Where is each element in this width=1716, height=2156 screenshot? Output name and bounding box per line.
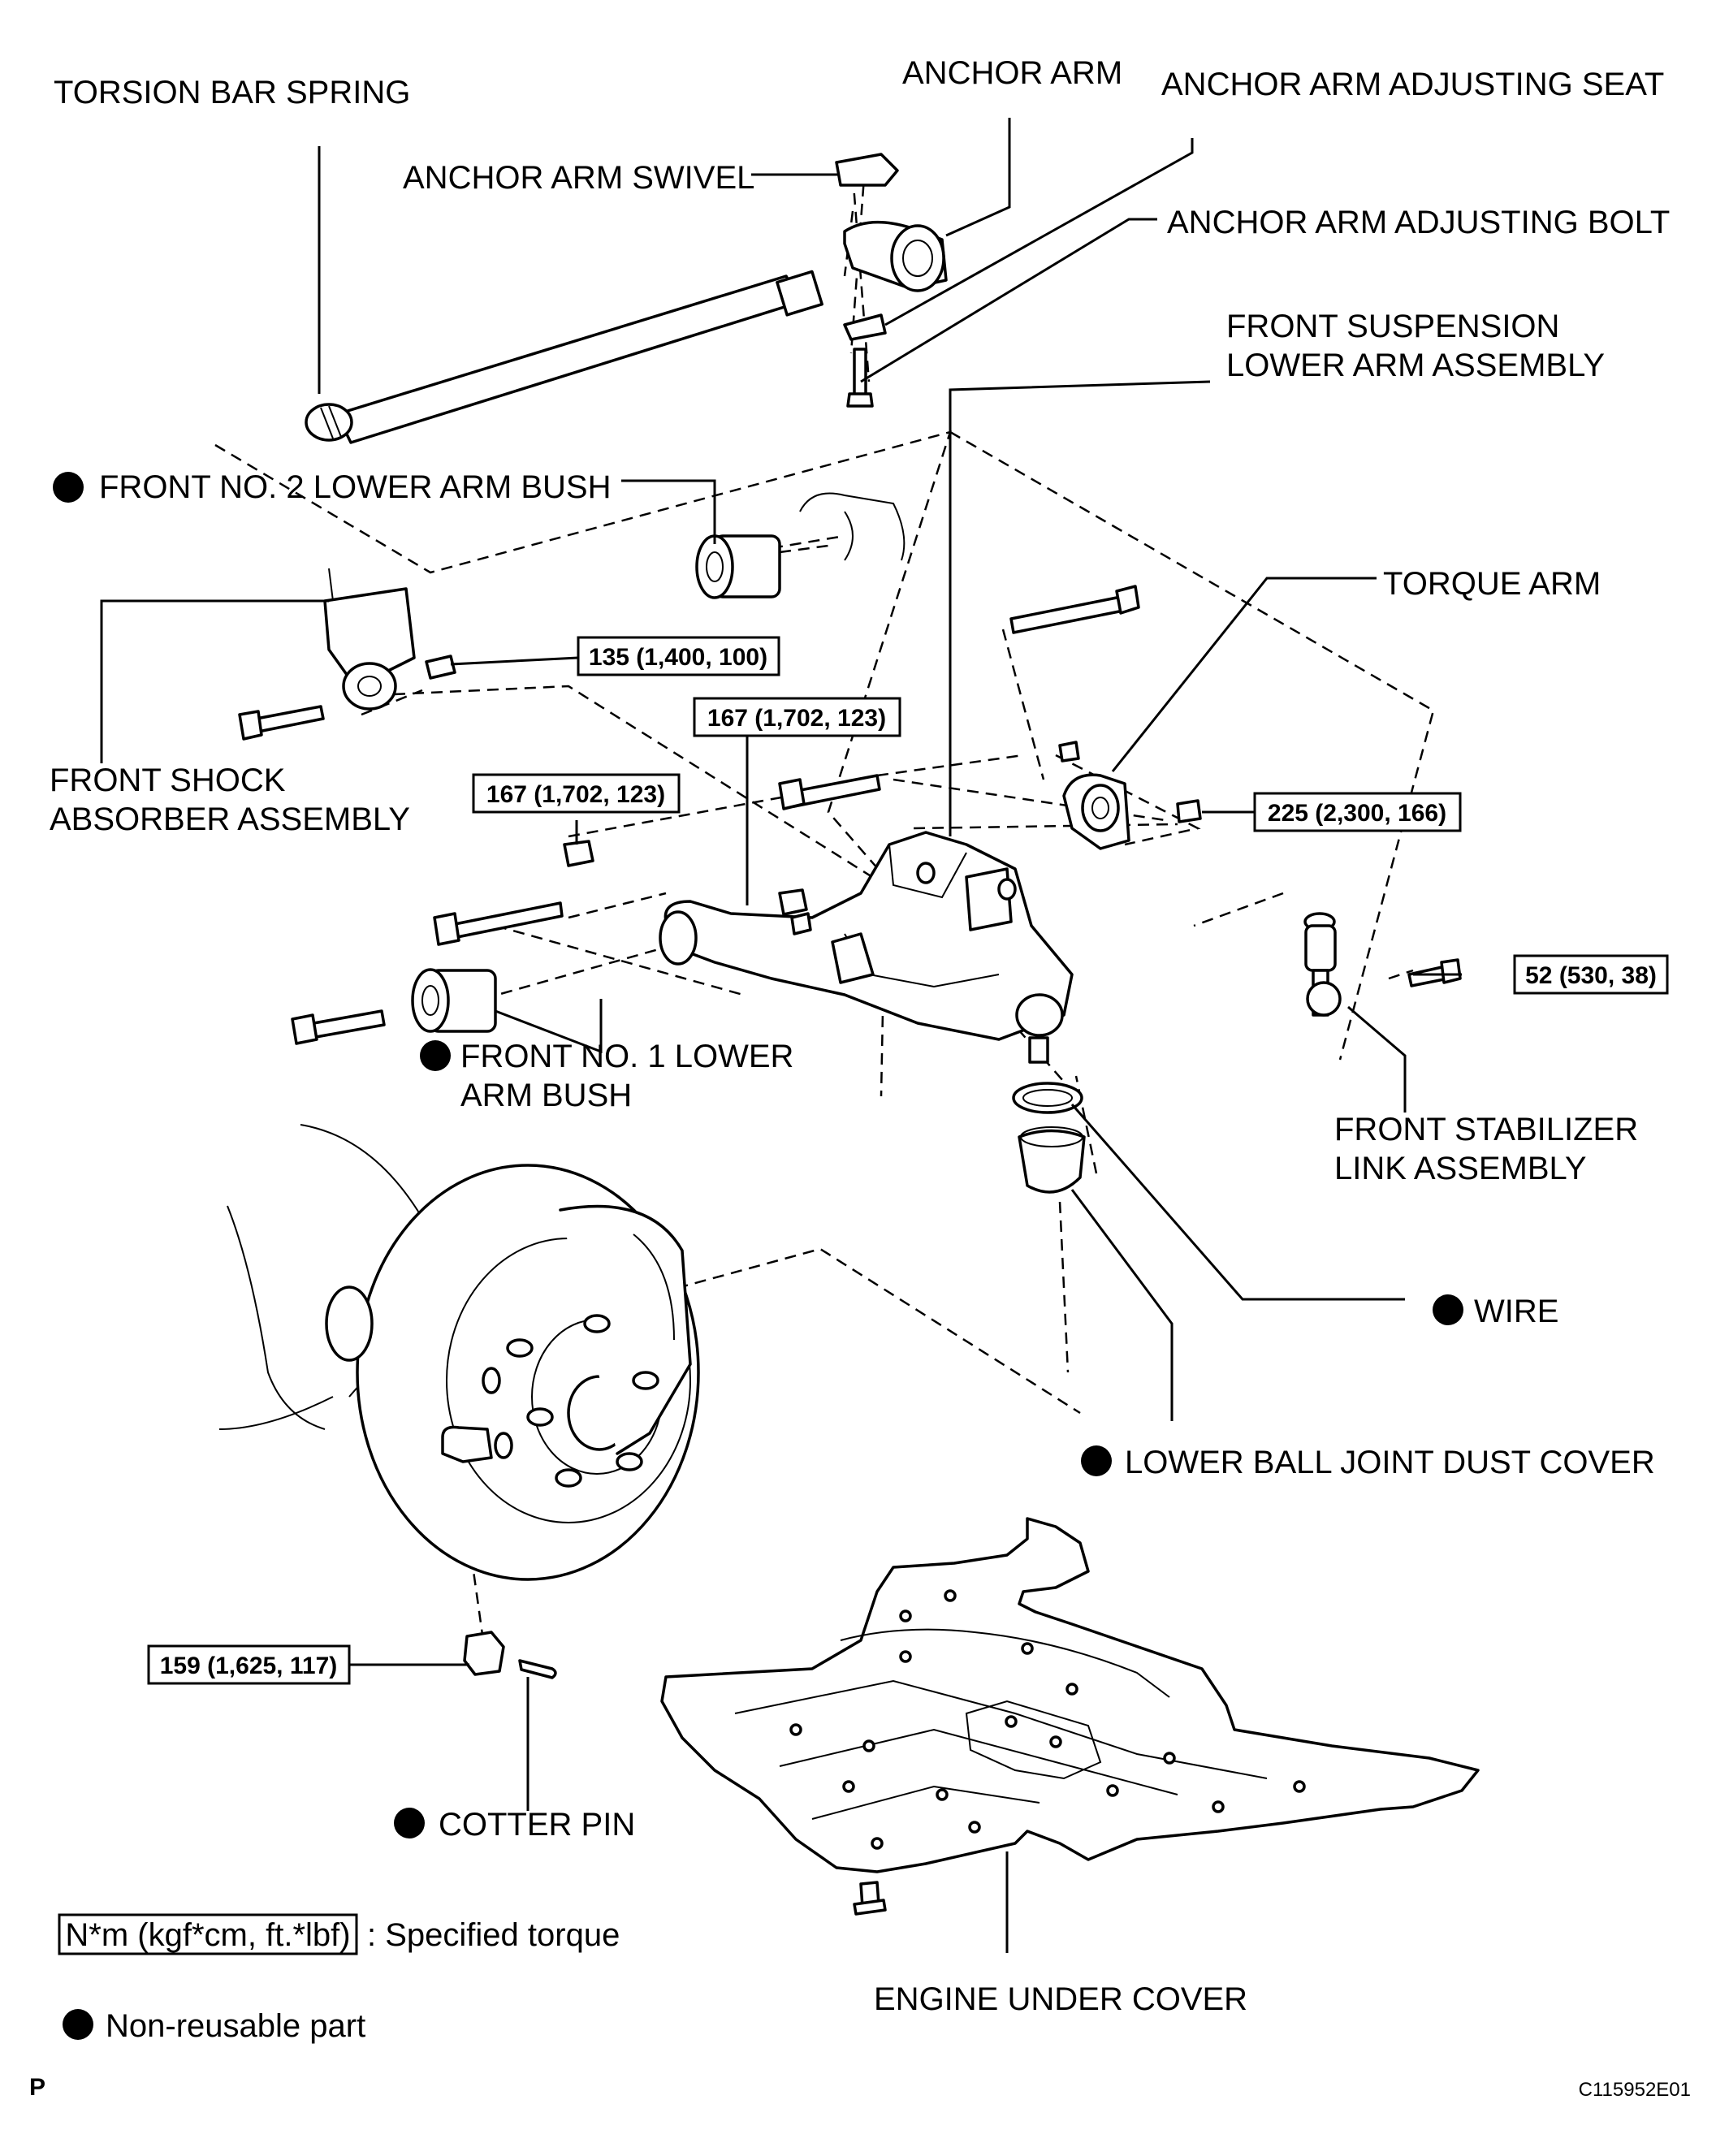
nonreusable-dot-icon xyxy=(394,1808,425,1838)
lower-arm-assembly-part xyxy=(659,831,1074,1064)
torsion-bar-spring-part xyxy=(305,270,823,444)
castle-nut-and-cotter-pin xyxy=(463,1631,557,1679)
legend-torque-box-text: N*m (kgf*cm, ft.*lbf) xyxy=(65,1917,350,1953)
label-front-no1-lower-arm-bush-line1: FRONT NO. 1 LOWER xyxy=(460,1039,793,1074)
torque-upper-bolt: 167 (1,702, 123) xyxy=(707,705,886,732)
brake-rotor-assembly xyxy=(218,1124,700,1581)
front-no2-bush-part xyxy=(695,492,906,599)
legend: N*m (kgf*cm, ft.*lbf) : Specified torque… xyxy=(58,1913,620,2044)
wire-and-dust-cover-parts xyxy=(1012,1082,1086,1194)
nonreusable-dot-icon xyxy=(1081,1445,1112,1476)
torque-stabilizer: 52 (530, 38) xyxy=(1525,962,1657,989)
nonreusable-dot-icon xyxy=(1433,1294,1463,1325)
torque-torque-arm-nut: 225 (2,300, 166) xyxy=(1268,800,1446,827)
footer: P C115952E01 xyxy=(29,2074,1691,2101)
label-anchor-arm-adjusting-bolt: ANCHOR ARM ADJUSTING BOLT xyxy=(1167,205,1670,240)
label-wire: WIRE xyxy=(1474,1294,1558,1329)
label-front-no2-lower-arm-bush: FRONT NO. 2 LOWER ARM BUSH xyxy=(99,469,611,505)
label-lower-ball-joint-dust-cover: LOWER BALL JOINT DUST COVER xyxy=(1125,1445,1655,1480)
label-engine-under-cover: ENGINE UNDER COVER xyxy=(874,1981,1247,2017)
torque-shock: 135 (1,400, 100) xyxy=(589,644,767,671)
nonreusable-dot-icon xyxy=(53,472,84,503)
label-cotter-pin: COTTER PIN xyxy=(439,1807,635,1843)
stabilizer-link-part xyxy=(1303,912,1462,1017)
label-torsion-bar-spring: TORSION BAR SPRING xyxy=(54,75,410,110)
label-front-stabilizer-link-line2: LINK ASSEMBLY xyxy=(1334,1151,1587,1186)
label-front-no1-lower-arm-bush-line2: ARM BUSH xyxy=(460,1078,632,1113)
label-anchor-arm: ANCHOR ARM xyxy=(902,55,1122,91)
torque-callouts: 135 (1,400, 100) 167 (1,702, 123) 167 (1… xyxy=(147,636,1669,1685)
part-labels: TORSION BAR SPRING ANCHOR ARM ANCHOR ARM… xyxy=(50,55,1670,2017)
label-front-stabilizer-link-line1: FRONT STABILIZER xyxy=(1334,1112,1638,1147)
legend-nonreusable-text: Non-reusable part xyxy=(106,2008,365,2044)
anchor-arm-parts xyxy=(835,153,948,408)
figure-code: C115952E01 xyxy=(1579,2079,1691,2101)
label-front-suspension-lower-arm-line2: LOWER ARM ASSEMBLY xyxy=(1226,348,1605,383)
leader-lines xyxy=(100,118,1462,1953)
label-torque-arm: TORQUE ARM xyxy=(1383,566,1601,602)
torque-ball-joint-nut: 159 (1,625, 117) xyxy=(160,1653,338,1679)
front-shock-absorber-part xyxy=(238,568,456,741)
engine-under-cover-part xyxy=(660,1517,1480,1916)
label-front-suspension-lower-arm-line1: FRONT SUSPENSION xyxy=(1226,309,1559,344)
nonreusable-dot-icon xyxy=(420,1040,451,1071)
mounting-bolts xyxy=(291,585,1202,1045)
label-anchor-arm-swivel: ANCHOR ARM SWIVEL xyxy=(403,160,754,196)
torque-upper-nut: 167 (1,702, 123) xyxy=(486,781,665,808)
front-no1-bush-part xyxy=(411,968,497,1033)
torque-arm-part xyxy=(1062,773,1130,850)
legend-torque-text: : Specified torque xyxy=(367,1917,620,1953)
label-anchor-arm-adjusting-seat: ANCHOR ARM ADJUSTING SEAT xyxy=(1161,67,1664,102)
label-front-shock-absorber-line1: FRONT SHOCK xyxy=(50,763,286,798)
label-front-shock-absorber-line2: ABSORBER ASSEMBLY xyxy=(50,801,410,837)
nonreusable-markers xyxy=(53,472,1463,2040)
page-marker: P xyxy=(29,2074,45,2101)
legend-dot-icon xyxy=(63,2009,93,2040)
